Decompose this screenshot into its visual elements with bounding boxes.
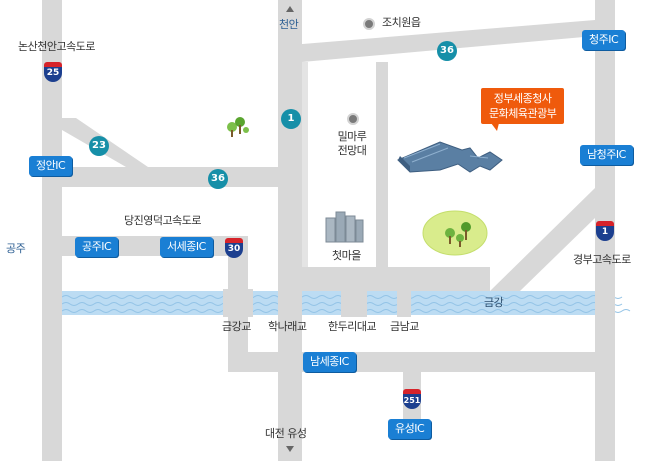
label-geumgang: 금강 [484,296,504,309]
south-arrow-icon [286,446,294,452]
road-route-1 [278,0,302,461]
jochiwon-marker-icon [363,18,375,30]
route-1-badge: 1 [281,109,301,129]
expressway-1-shield: 1 [596,221,614,241]
ic-namsejong[interactable]: 남세종IC [303,352,356,372]
bridges [223,289,411,317]
label-jochiwon: 조치원읍 [382,16,421,29]
label-gongju: 공주 [6,242,26,255]
label-handuri-bridge: 한두리대교 [328,320,377,333]
label-nonsan-expressway: 논산천안고속도로 [18,40,95,53]
expressway-1-number: 1 [596,226,614,241]
label-miramaru: 밀마루 전망대 [327,130,377,158]
route-36-north-badge: 36 [437,41,457,61]
north-arrow-icon [286,6,294,12]
label-dangjin-expressway: 당진영덕고속도로 [124,214,201,227]
ic-cheongju[interactable]: 청주IC [582,30,626,50]
label-geumgang-bridge: 금강교 [222,320,251,333]
destination-callout[interactable]: 정부세종청사 문화체육관광부 [481,88,565,131]
label-geumnam-bridge: 금남교 [390,320,419,333]
label-cheonan: 천안 [279,18,299,31]
expressway-25-shield: 25 [44,62,62,82]
road-diagonal-east [490,188,595,291]
tree-icon [445,222,471,247]
expressway-251-shield: 251 [403,389,421,409]
road-route-36-west [62,167,278,187]
road-south [228,352,595,372]
destination-line2: 문화체육관광부 [489,107,557,120]
road-nonsan-expressway [42,0,62,461]
tree-icon [227,117,249,137]
ic-seosejong[interactable]: 서세종IC [160,237,213,257]
road-riverside [302,267,490,291]
government-complex-icon [397,141,503,173]
label-daejeon-yuseong: 대전 유성 [265,427,307,440]
route-23-badge: 23 [89,136,109,156]
route-36-badge: 36 [208,169,228,189]
expressway-251-number: 251 [403,394,421,409]
miramaru-marker-icon [347,113,359,125]
label-haknarae-bridge: 학나래교 [268,320,307,333]
expressway-30-shield: 30 [225,238,243,258]
label-miramaru-line2: 전망대 [337,143,367,157]
destination-line1: 정부세종청사 [493,92,552,105]
ic-namcheongju[interactable]: 남청주IC [580,145,633,165]
expressway-25-number: 25 [44,67,62,82]
ic-gongju[interactable]: 공주IC [75,237,119,257]
road-inner-vertical [376,62,388,267]
label-cheotmaeul: 첫마을 [332,249,361,262]
road-route-36-north [278,20,595,62]
ic-jeongan[interactable]: 정안IC [29,156,73,176]
river [62,291,596,315]
expressway-30-number: 30 [225,243,243,258]
label-gyeongbu-expressway: 경부고속도로 [573,253,631,266]
ic-yuseong[interactable]: 유성IC [388,419,432,439]
label-miramaru-line1: 밀마루 [337,130,367,143]
apartment-icon [325,211,364,243]
